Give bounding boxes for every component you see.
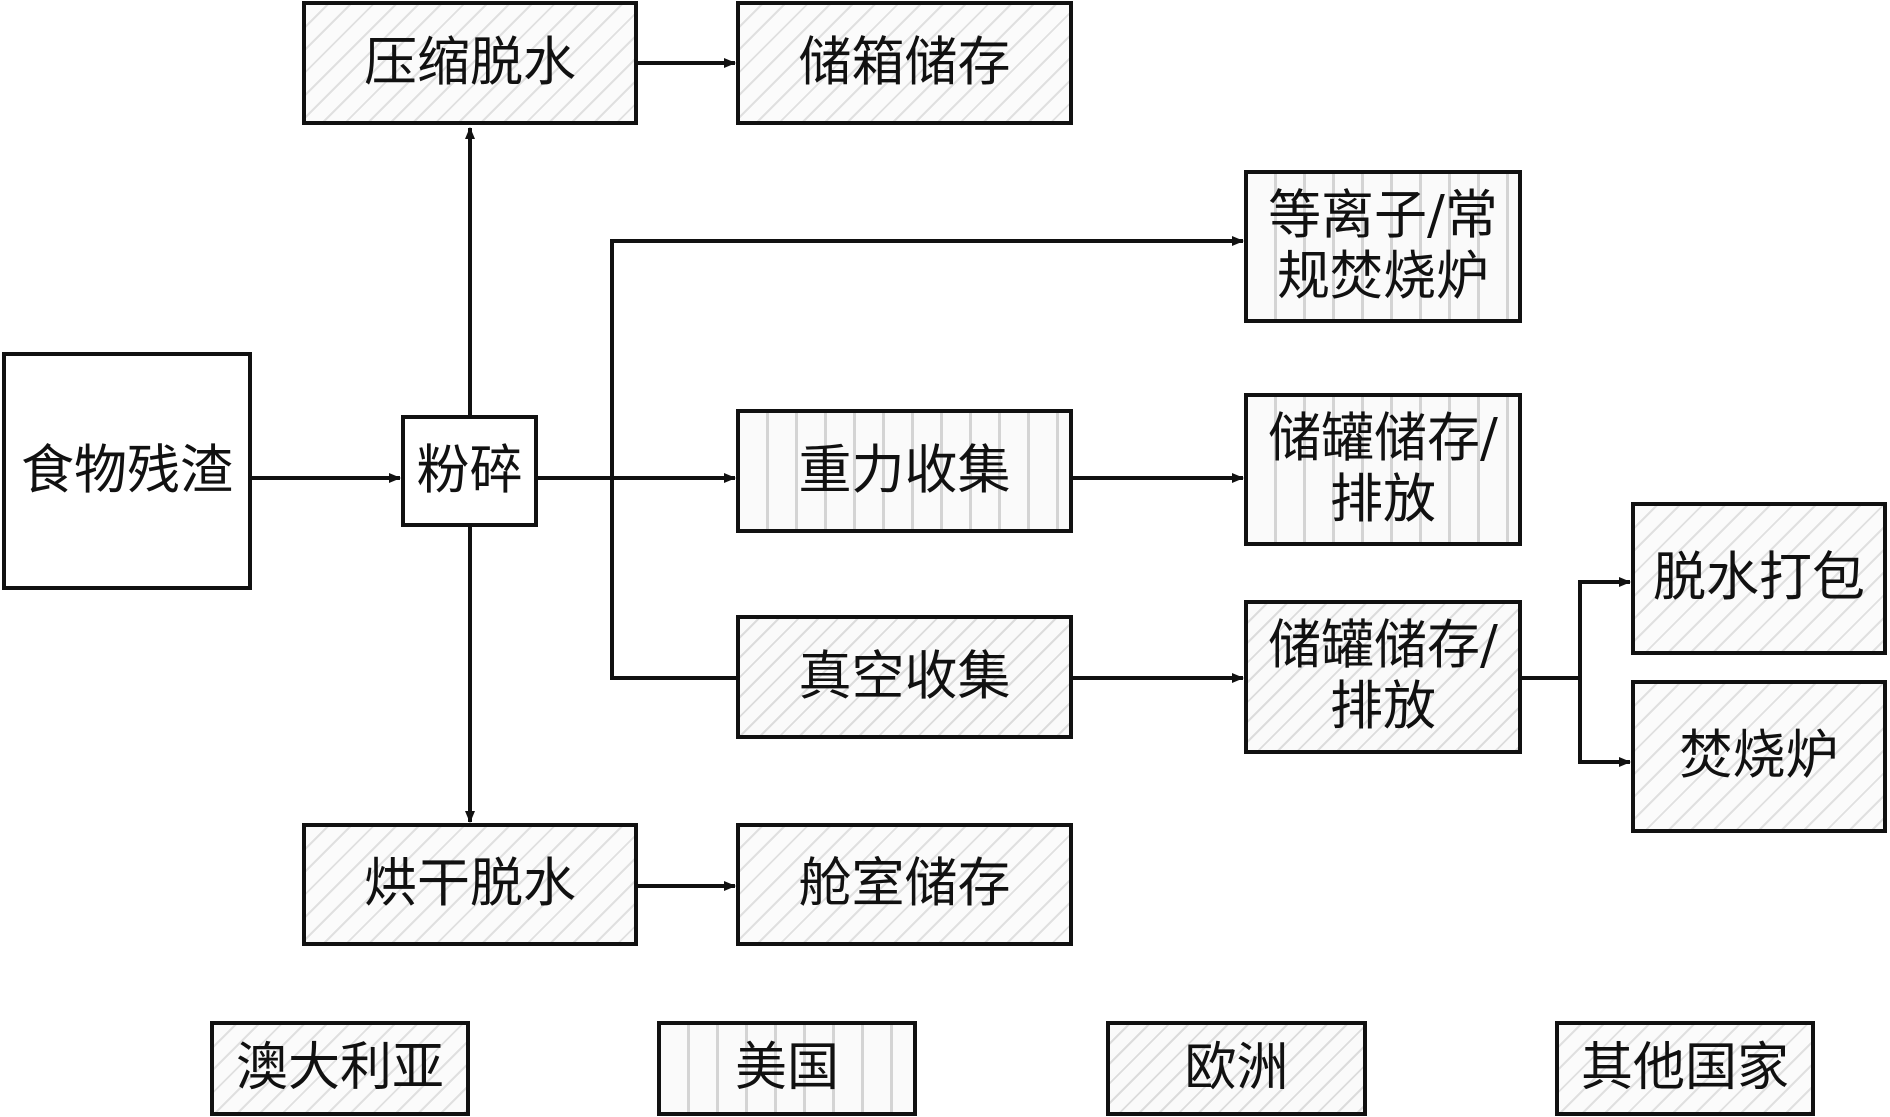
node-food-residue: 食物残渣 bbox=[2, 352, 252, 590]
node-dry-dewater: 烘干脱水 bbox=[302, 823, 638, 946]
node-compress-dewater-label: 压缩脱水 bbox=[364, 31, 576, 93]
node-bin-storage: 储箱储存 bbox=[736, 1, 1073, 125]
node-incinerator: 焚烧炉 bbox=[1631, 680, 1887, 833]
legend-australia-label: 澳大利亚 bbox=[235, 1037, 444, 1098]
node-cabin-storage: 舱室储存 bbox=[736, 823, 1073, 946]
arrow-to-incinerator bbox=[1578, 678, 1631, 767]
node-gravity-collection-label: 重力收集 bbox=[798, 439, 1011, 501]
node-bin-storage-label: 储箱储存 bbox=[798, 31, 1011, 93]
node-tank-storage-2: 储罐储存/ 排放 bbox=[1244, 600, 1522, 754]
legend-europe: 欧洲 bbox=[1106, 1021, 1367, 1116]
node-dewater-pack-label: 脱水打包 bbox=[1653, 547, 1865, 609]
node-tank-storage-2-line1: 储罐储存/ bbox=[1268, 615, 1498, 677]
arrow-to-dewater-pack bbox=[1578, 577, 1631, 678]
legend-europe-label: 欧洲 bbox=[1184, 1037, 1289, 1098]
node-dry-dewater-label: 烘干脱水 bbox=[364, 853, 576, 915]
node-tank-storage-1-line1: 储罐储存/ bbox=[1268, 407, 1498, 469]
node-compress-dewater: 压缩脱水 bbox=[302, 1, 638, 125]
legend-other-label: 其他国家 bbox=[1580, 1037, 1789, 1098]
node-vacuum-collection-label: 真空收集 bbox=[798, 645, 1011, 707]
arrow-to-plasma bbox=[610, 236, 1244, 478]
node-crush-label: 粉碎 bbox=[416, 439, 523, 501]
node-tank-storage-1-line2: 排放 bbox=[1330, 468, 1436, 530]
node-plasma-incinerator: 等离子/常 规焚烧炉 bbox=[1244, 170, 1522, 323]
line-to-vacuum bbox=[610, 478, 736, 680]
legend-other: 其他国家 bbox=[1555, 1021, 1815, 1116]
legend-australia: 澳大利亚 bbox=[210, 1021, 470, 1116]
node-incinerator-label: 焚烧炉 bbox=[1679, 725, 1839, 787]
node-plasma-incinerator-line1: 等离子/常 bbox=[1268, 184, 1498, 246]
node-plasma-incinerator-line2: 规焚烧炉 bbox=[1277, 245, 1489, 307]
node-dewater-pack: 脱水打包 bbox=[1631, 502, 1887, 655]
node-gravity-collection: 重力收集 bbox=[736, 409, 1073, 533]
node-tank-storage-2-line2: 排放 bbox=[1330, 676, 1436, 737]
node-cabin-storage-label: 舱室储存 bbox=[798, 853, 1011, 915]
legend-usa: 美国 bbox=[657, 1021, 917, 1116]
node-crush: 粉碎 bbox=[401, 415, 538, 527]
node-vacuum-collection: 真空收集 bbox=[736, 615, 1073, 739]
legend-usa-label: 美国 bbox=[734, 1037, 839, 1098]
node-tank-storage-1: 储罐储存/ 排放 bbox=[1244, 393, 1522, 546]
node-food-residue-label: 食物残渣 bbox=[21, 439, 233, 501]
